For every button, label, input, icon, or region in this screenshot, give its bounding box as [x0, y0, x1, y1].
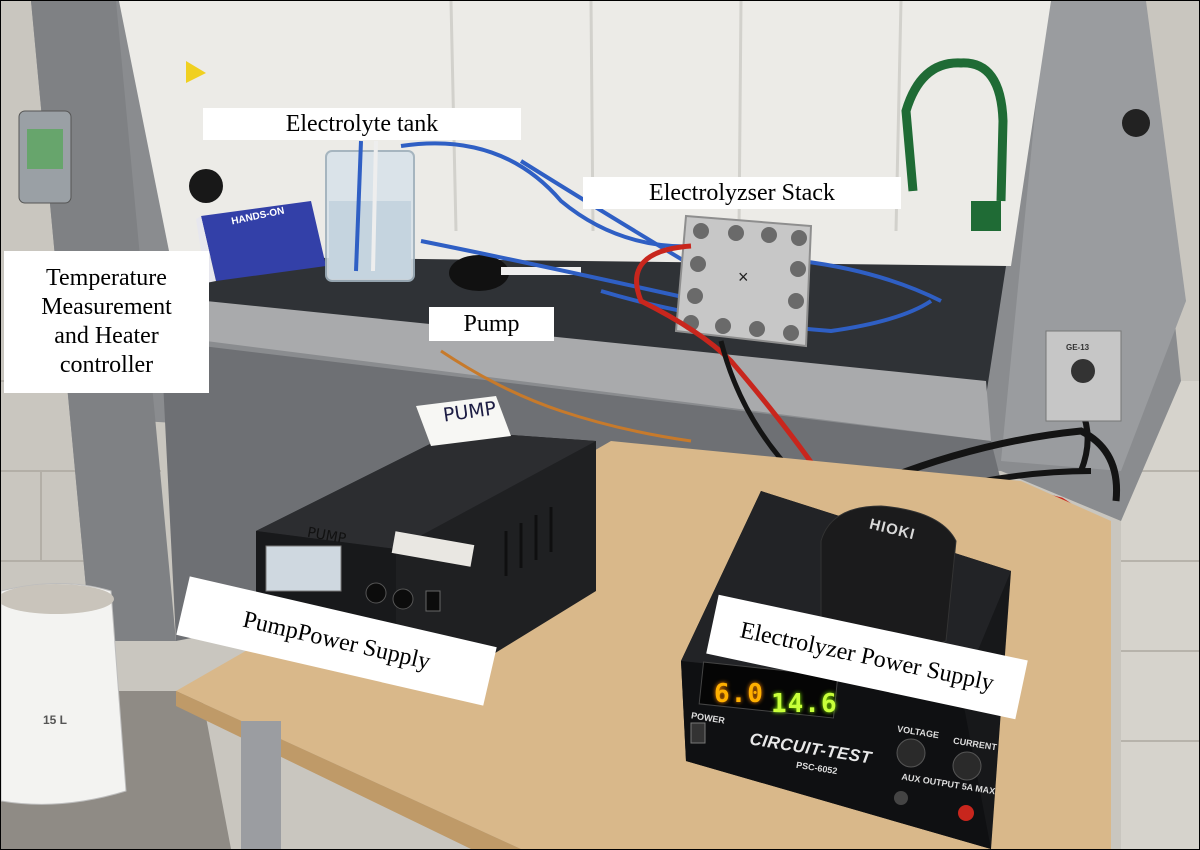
- label-pump: Pump: [429, 307, 554, 341]
- positive-terminal: [958, 805, 974, 821]
- pump-note: [416, 396, 511, 446]
- yellow-tap: [186, 61, 206, 83]
- display-voltage: 6.0: [714, 679, 764, 709]
- label-electrolyte-tank: Electrolyte tank: [203, 108, 521, 140]
- label-temperature-line: and Heater: [54, 323, 159, 349]
- steel-lip: [206, 301, 991, 441]
- pump-body: [449, 255, 509, 291]
- power-switch: [690, 722, 706, 744]
- label-temperature-line: controller: [59, 351, 154, 378]
- pump-wires: [440, 349, 692, 443]
- green-valve: [971, 201, 1001, 231]
- bucket: [1, 583, 127, 805]
- electrolyzer-stack: [674, 214, 813, 348]
- svg-text:×: ×: [738, 267, 749, 287]
- digital-display: [698, 661, 839, 719]
- blue-tubing: [400, 141, 942, 334]
- hood-port-hole: [189, 169, 223, 203]
- bucket-volume: 15 L: [43, 713, 68, 727]
- analog-meter: [265, 545, 342, 592]
- glove-box: [201, 201, 326, 281]
- current-knob: [952, 751, 982, 781]
- label-temperature-line: Measurement: [41, 294, 172, 321]
- hood-right-knob: [1122, 109, 1150, 137]
- table-leg: [241, 721, 281, 849]
- outlet-tag: GE-13: [1066, 343, 1090, 352]
- green-gas-line: [901, 58, 1008, 202]
- label-electrolyzser-stack: Electrolyzser Stack: [583, 177, 901, 209]
- display-current: 14.6: [771, 689, 838, 719]
- stack-bolts: [683, 223, 807, 341]
- label-temperature-line: Temperature: [46, 265, 167, 292]
- voltage-knob: [896, 738, 926, 768]
- pump-supply-tag: [391, 531, 475, 567]
- label-temperature-controller: Temperature Measurement and Heater contr…: [4, 251, 209, 393]
